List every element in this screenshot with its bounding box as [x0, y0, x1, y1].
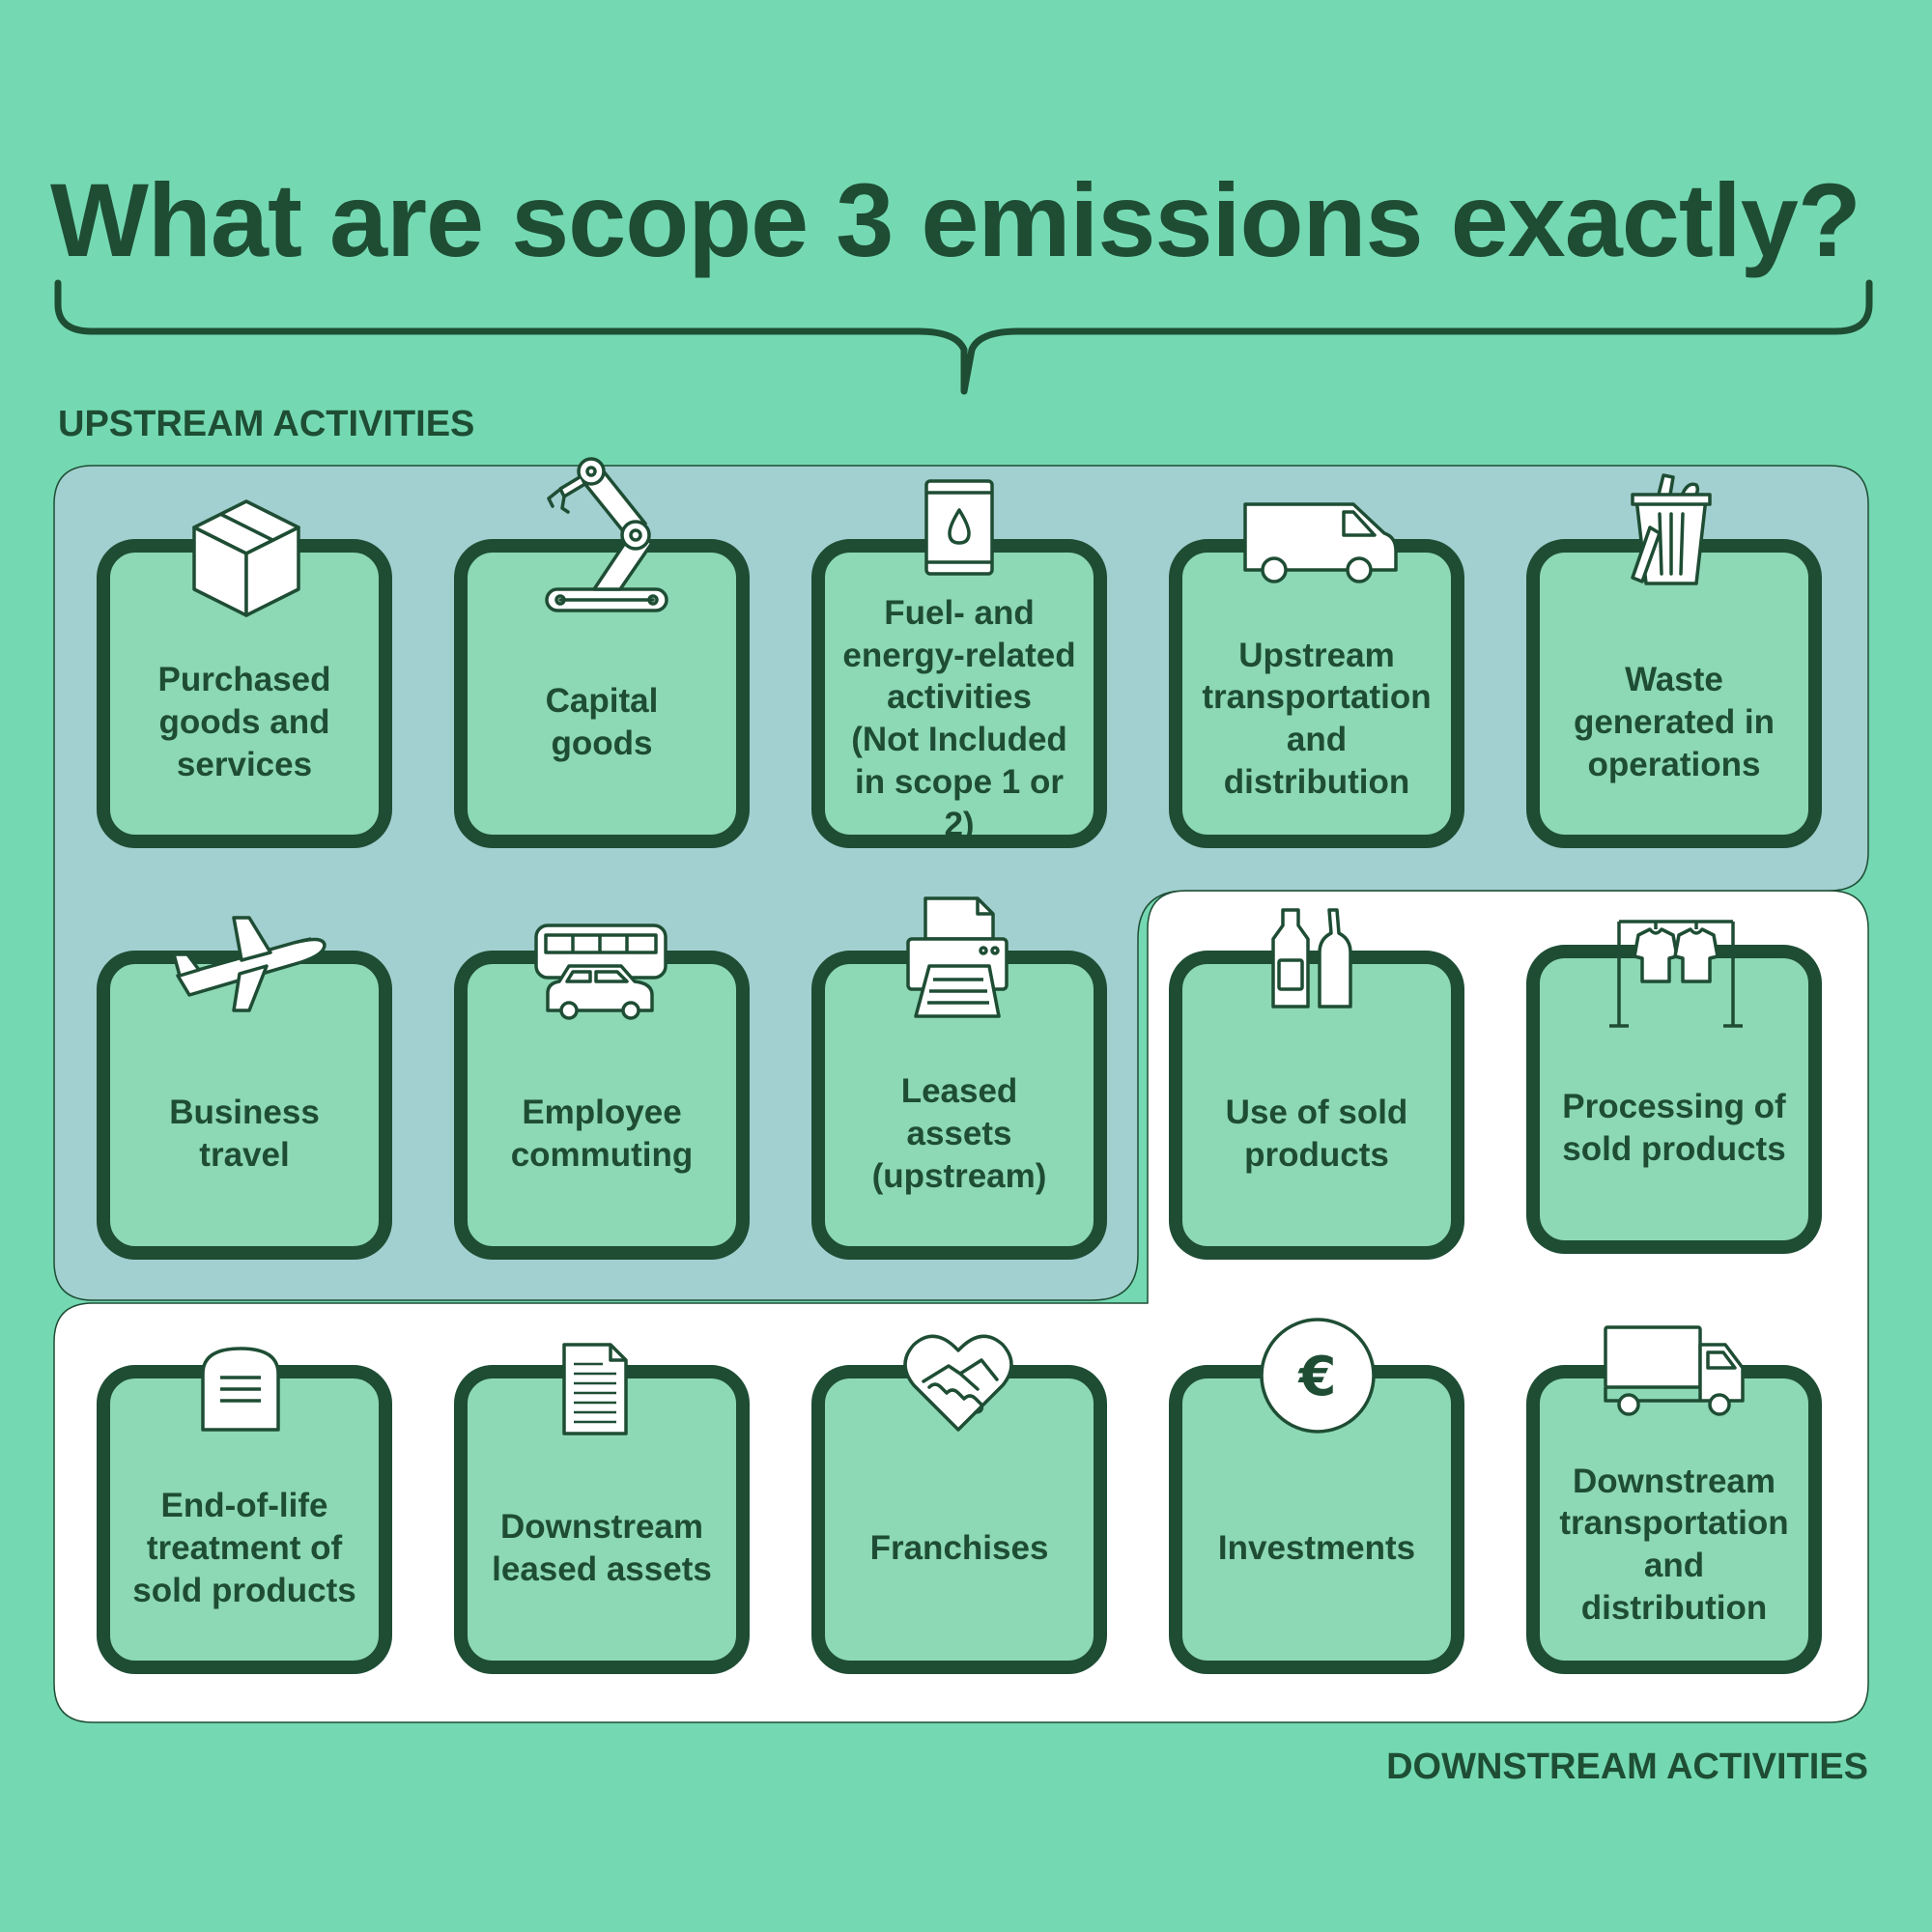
airplane-icon	[172, 916, 327, 1012]
card-label: Investments	[1217, 1529, 1416, 1568]
card-label: Processing of sold products	[1562, 1088, 1786, 1168]
card-label: Use of sold products	[1225, 1094, 1408, 1174]
card-label: End-of-life treatment of sold products	[132, 1487, 356, 1609]
card-label: Fuel- and energy-related activities (Not…	[842, 593, 1076, 843]
oil-barrel-icon	[924, 479, 994, 576]
robot-arm-icon	[545, 457, 668, 612]
euro-coin-icon: €	[1260, 1318, 1376, 1434]
card-label: Franchises	[869, 1529, 1049, 1568]
card-label: Waste generated in operations	[1573, 661, 1776, 783]
truck-icon	[1604, 1325, 1745, 1416]
card-label: Capital goods	[545, 682, 659, 762]
card-waste: Waste generated in operations	[1526, 539, 1822, 848]
card-label: Leased assets (upstream)	[871, 1072, 1047, 1195]
card-end-of-life: End-of-life treatment of sold products	[97, 1365, 392, 1674]
card-upstream-transport: Upstream transportation and distribution	[1169, 539, 1464, 848]
page-title: What are scope 3 emissions exactly?	[50, 161, 1861, 278]
handshake-heart-icon	[903, 1334, 1013, 1432]
card-downstream-transport: Downstream transportation and distributi…	[1526, 1365, 1822, 1674]
upstream-activities-label: UPSTREAM ACTIVITIES	[58, 404, 475, 444]
card-leased-assets-upstream: Leased assets (upstream)	[811, 951, 1107, 1260]
box-icon	[192, 499, 300, 617]
document-icon	[562, 1343, 628, 1435]
trash-bin-icon	[1631, 473, 1712, 585]
van-icon	[1243, 502, 1398, 583]
gravestone-icon	[201, 1347, 280, 1432]
card-use-of-sold-products: Use of sold products	[1169, 951, 1464, 1260]
card-purchased-goods: Purchased goods and services	[97, 539, 392, 848]
card-label: Purchased goods and services	[157, 661, 331, 783]
curly-brace	[54, 279, 1873, 395]
clothes-rack-icon	[1609, 920, 1743, 1028]
bottles-icon	[1271, 908, 1352, 1009]
card-label: Employee commuting	[510, 1094, 694, 1174]
printer-icon	[906, 896, 1009, 1018]
card-label: Downstream transportation and distributi…	[1559, 1462, 1789, 1627]
svg-text:€: €	[1297, 1346, 1337, 1408]
downstream-activities-label: DOWNSTREAM ACTIVITIES	[1386, 1747, 1868, 1787]
card-processing-sold-products: Processing of sold products	[1526, 945, 1822, 1254]
card-label: Downstream leased assets	[492, 1508, 712, 1588]
card-label: Upstream transportation and distribution	[1202, 636, 1432, 801]
card-business-travel: Business travel	[97, 951, 392, 1260]
bus-and-car-icon	[534, 923, 668, 1020]
card-fuel-energy: Fuel- and energy-related activities (Not…	[811, 539, 1107, 848]
card-label: Business travel	[169, 1094, 320, 1174]
